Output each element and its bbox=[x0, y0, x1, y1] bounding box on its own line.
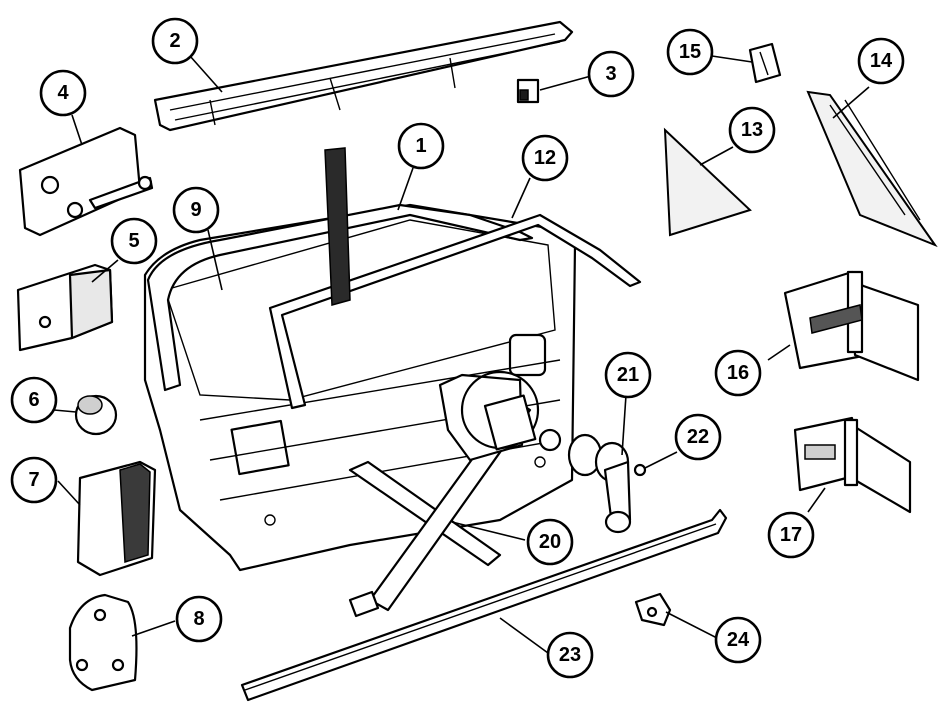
callout-3: 3 bbox=[587, 50, 635, 98]
callout-24: 24 bbox=[714, 616, 762, 664]
callout-label: 21 bbox=[617, 364, 639, 386]
upper-hinge bbox=[783, 270, 920, 382]
seal-clip bbox=[634, 592, 672, 627]
callout-label: 2 bbox=[169, 30, 180, 52]
callout-label: 9 bbox=[190, 199, 201, 221]
callout-label: 5 bbox=[128, 230, 139, 252]
callout-23: 23 bbox=[546, 631, 594, 679]
callout-1: 1 bbox=[397, 122, 445, 170]
callout-7: 7 bbox=[10, 456, 58, 504]
callout-9: 9 bbox=[172, 186, 220, 234]
callout-20: 20 bbox=[526, 518, 574, 566]
callout-label: 13 bbox=[741, 119, 763, 141]
callout-label: 23 bbox=[559, 644, 581, 666]
window-channel-strip bbox=[324, 147, 351, 306]
callout-label: 1 bbox=[415, 135, 426, 157]
callout-13: 13 bbox=[728, 106, 776, 154]
callout-14: 14 bbox=[857, 37, 905, 85]
callout-label: 4 bbox=[57, 82, 69, 104]
quarter-glass bbox=[663, 127, 752, 237]
callout-2: 2 bbox=[151, 17, 199, 65]
top-window-rail bbox=[153, 20, 574, 132]
window-regulator bbox=[348, 370, 562, 618]
callout-21: 21 bbox=[604, 351, 652, 399]
callout-label: 14 bbox=[870, 50, 893, 72]
door-frame-seal bbox=[146, 203, 534, 392]
handle-screw bbox=[633, 463, 647, 477]
callout-label: 7 bbox=[28, 469, 39, 491]
armrest-pad bbox=[76, 460, 157, 577]
callout-4: 4 bbox=[39, 69, 87, 117]
callout-16: 16 bbox=[714, 349, 762, 397]
callout-12: 12 bbox=[521, 134, 569, 182]
callout-label: 24 bbox=[727, 629, 750, 651]
callout-6: 6 bbox=[10, 376, 58, 424]
window-winder-handle bbox=[567, 433, 632, 534]
callout-15: 15 bbox=[666, 28, 714, 76]
callout-5: 5 bbox=[110, 217, 158, 265]
leader-lines bbox=[53, 55, 870, 654]
callout-label: 16 bbox=[727, 362, 749, 384]
callout-label: 3 bbox=[605, 63, 616, 85]
callout-8: 8 bbox=[175, 595, 223, 643]
lower-hinge bbox=[793, 416, 912, 514]
striker-plate bbox=[68, 593, 138, 692]
waist-seal-strip bbox=[240, 508, 728, 702]
callout-label: 15 bbox=[679, 41, 701, 63]
callout-17: 17 bbox=[767, 511, 815, 559]
callout-label: 17 bbox=[780, 524, 802, 546]
callout-label: 20 bbox=[539, 531, 561, 553]
vent-glass bbox=[806, 90, 938, 248]
callout-label: 6 bbox=[28, 389, 39, 411]
vent-clip bbox=[748, 42, 782, 84]
window-frame-seal bbox=[268, 213, 642, 410]
door-lock-mechanism bbox=[18, 126, 154, 237]
callout-label: 22 bbox=[687, 426, 709, 448]
handle-bezel bbox=[16, 263, 114, 352]
lock-knob bbox=[74, 394, 118, 436]
channel-clip bbox=[516, 78, 540, 104]
callout-label: 12 bbox=[534, 147, 556, 169]
callout-label: 8 bbox=[193, 608, 204, 630]
callout-22: 22 bbox=[674, 413, 722, 461]
